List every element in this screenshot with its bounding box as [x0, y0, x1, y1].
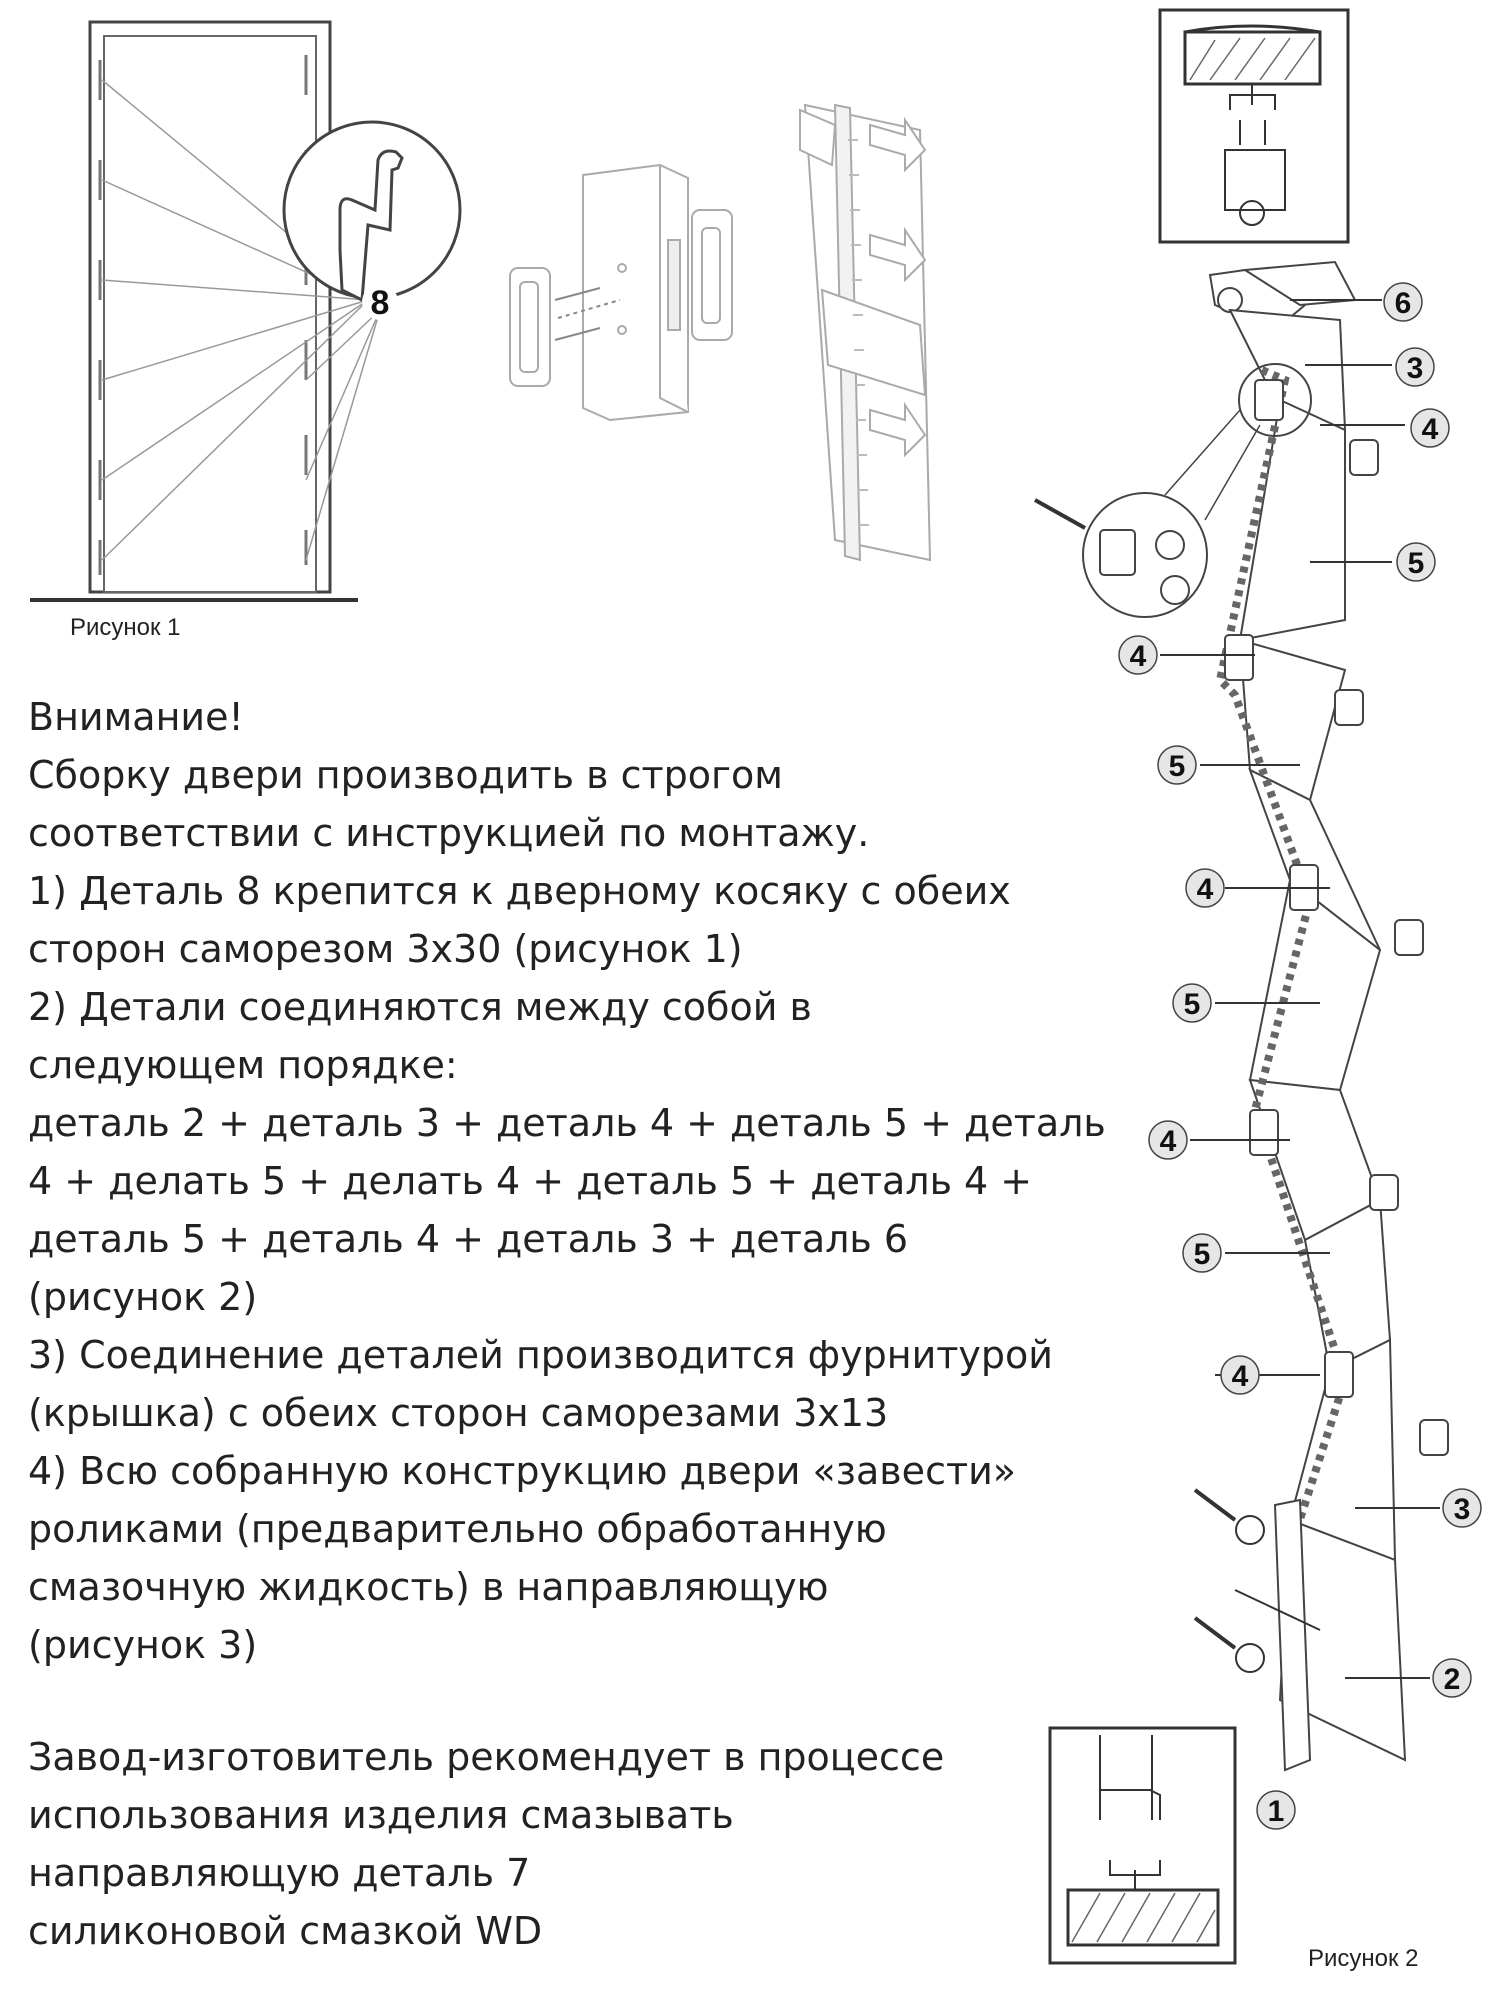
instruction-line: 1) Деталь 8 крепится к дверному косяку с… — [28, 869, 1011, 913]
instruction-line: (крышка) с обеих сторон саморезами 3х13 — [28, 1391, 889, 1435]
figure2-leader-lines — [1160, 299, 1440, 1679]
callout-5-c: 5 — [1184, 988, 1201, 1021]
callout-4-a: 4 — [1422, 413, 1439, 446]
instruction-line: (рисунок 2) — [28, 1275, 258, 1319]
callout-4-b: 4 — [1130, 640, 1147, 673]
instruction-line: Внимание! — [28, 695, 244, 739]
instruction-line: сторон саморезом 3х30 (рисунок 1) — [28, 927, 743, 971]
callout-1: 1 — [1268, 1795, 1285, 1828]
instruction-line: соответствии с инструкцией по монтажу. — [28, 811, 870, 855]
instruction-line: 3) Соединение деталей производится фурни… — [28, 1333, 1053, 1377]
recommendation-line: использования изделия смазывать — [28, 1793, 734, 1837]
assembly-instructions: Внимание! Сборку двери производить в стр… — [28, 688, 1148, 1674]
instruction-line: Сборку двери производить в строгом — [28, 753, 783, 797]
instruction-line: роликами (предварительно обработанную — [28, 1507, 887, 1551]
panel-with-rail — [799, 103, 932, 562]
figure2-caption: Рисунок 2 — [1308, 1945, 1419, 1972]
callout-3-bottom: 3 — [1454, 1493, 1471, 1526]
figure3-roller-guide-top — [1158, 8, 1350, 244]
bracket-exploded-view — [509, 163, 733, 422]
figure3-roller-guide-bottom — [1048, 1726, 1237, 1965]
instruction-line: следующем порядке: — [28, 1043, 458, 1087]
callout-4-c: 4 — [1197, 873, 1214, 906]
manufacturer-recommendation: Завод-изготовитель рекомендует в процесс… — [28, 1728, 1058, 1960]
callout-4-e: 4 — [1232, 1360, 1249, 1393]
figure1-caption: Рисунок 1 — [70, 614, 181, 641]
callout-5-a: 5 — [1408, 547, 1425, 580]
callout-5-b: 5 — [1169, 750, 1186, 783]
callout-2: 2 — [1444, 1663, 1461, 1696]
callout-3-top: 3 — [1407, 352, 1424, 385]
callout-4-d: 4 — [1160, 1125, 1177, 1158]
recommendation-line: направляющую деталь 7 — [28, 1851, 531, 1895]
figure2-folding-door — [1034, 260, 1449, 1772]
instruction-line: 4 + делать 5 + делать 4 + деталь 5 + дет… — [28, 1159, 1033, 1203]
figure1-callout-8: 8 — [371, 284, 390, 322]
instruction-line: деталь 5 + деталь 4 + деталь 3 + деталь … — [28, 1217, 909, 1261]
instruction-line: 4) Всю собранную конструкцию двери «заве… — [28, 1449, 1017, 1493]
instruction-line: деталь 2 + деталь 3 + деталь 4 + деталь … — [28, 1101, 1106, 1145]
figure2-callout-numbers: 6 3 4 5 4 5 4 5 4 5 4 3 2 1 — [1130, 287, 1471, 1828]
instruction-line: 2) Детали соединяются между собой в — [28, 985, 812, 1029]
callout-6: 6 — [1395, 287, 1412, 320]
figure1-door-frame — [30, 20, 462, 602]
instruction-line: (рисунок 3) — [28, 1623, 258, 1667]
instruction-line: смазочную жидкость) в направляющую — [28, 1565, 829, 1609]
recommendation-line: силиконовой смазкой WD — [28, 1909, 543, 1953]
callout-5-d: 5 — [1194, 1238, 1211, 1271]
recommendation-line: Завод-изготовитель рекомендует в процесс… — [28, 1735, 945, 1779]
figure2-callout-badges — [1118, 282, 1482, 1830]
